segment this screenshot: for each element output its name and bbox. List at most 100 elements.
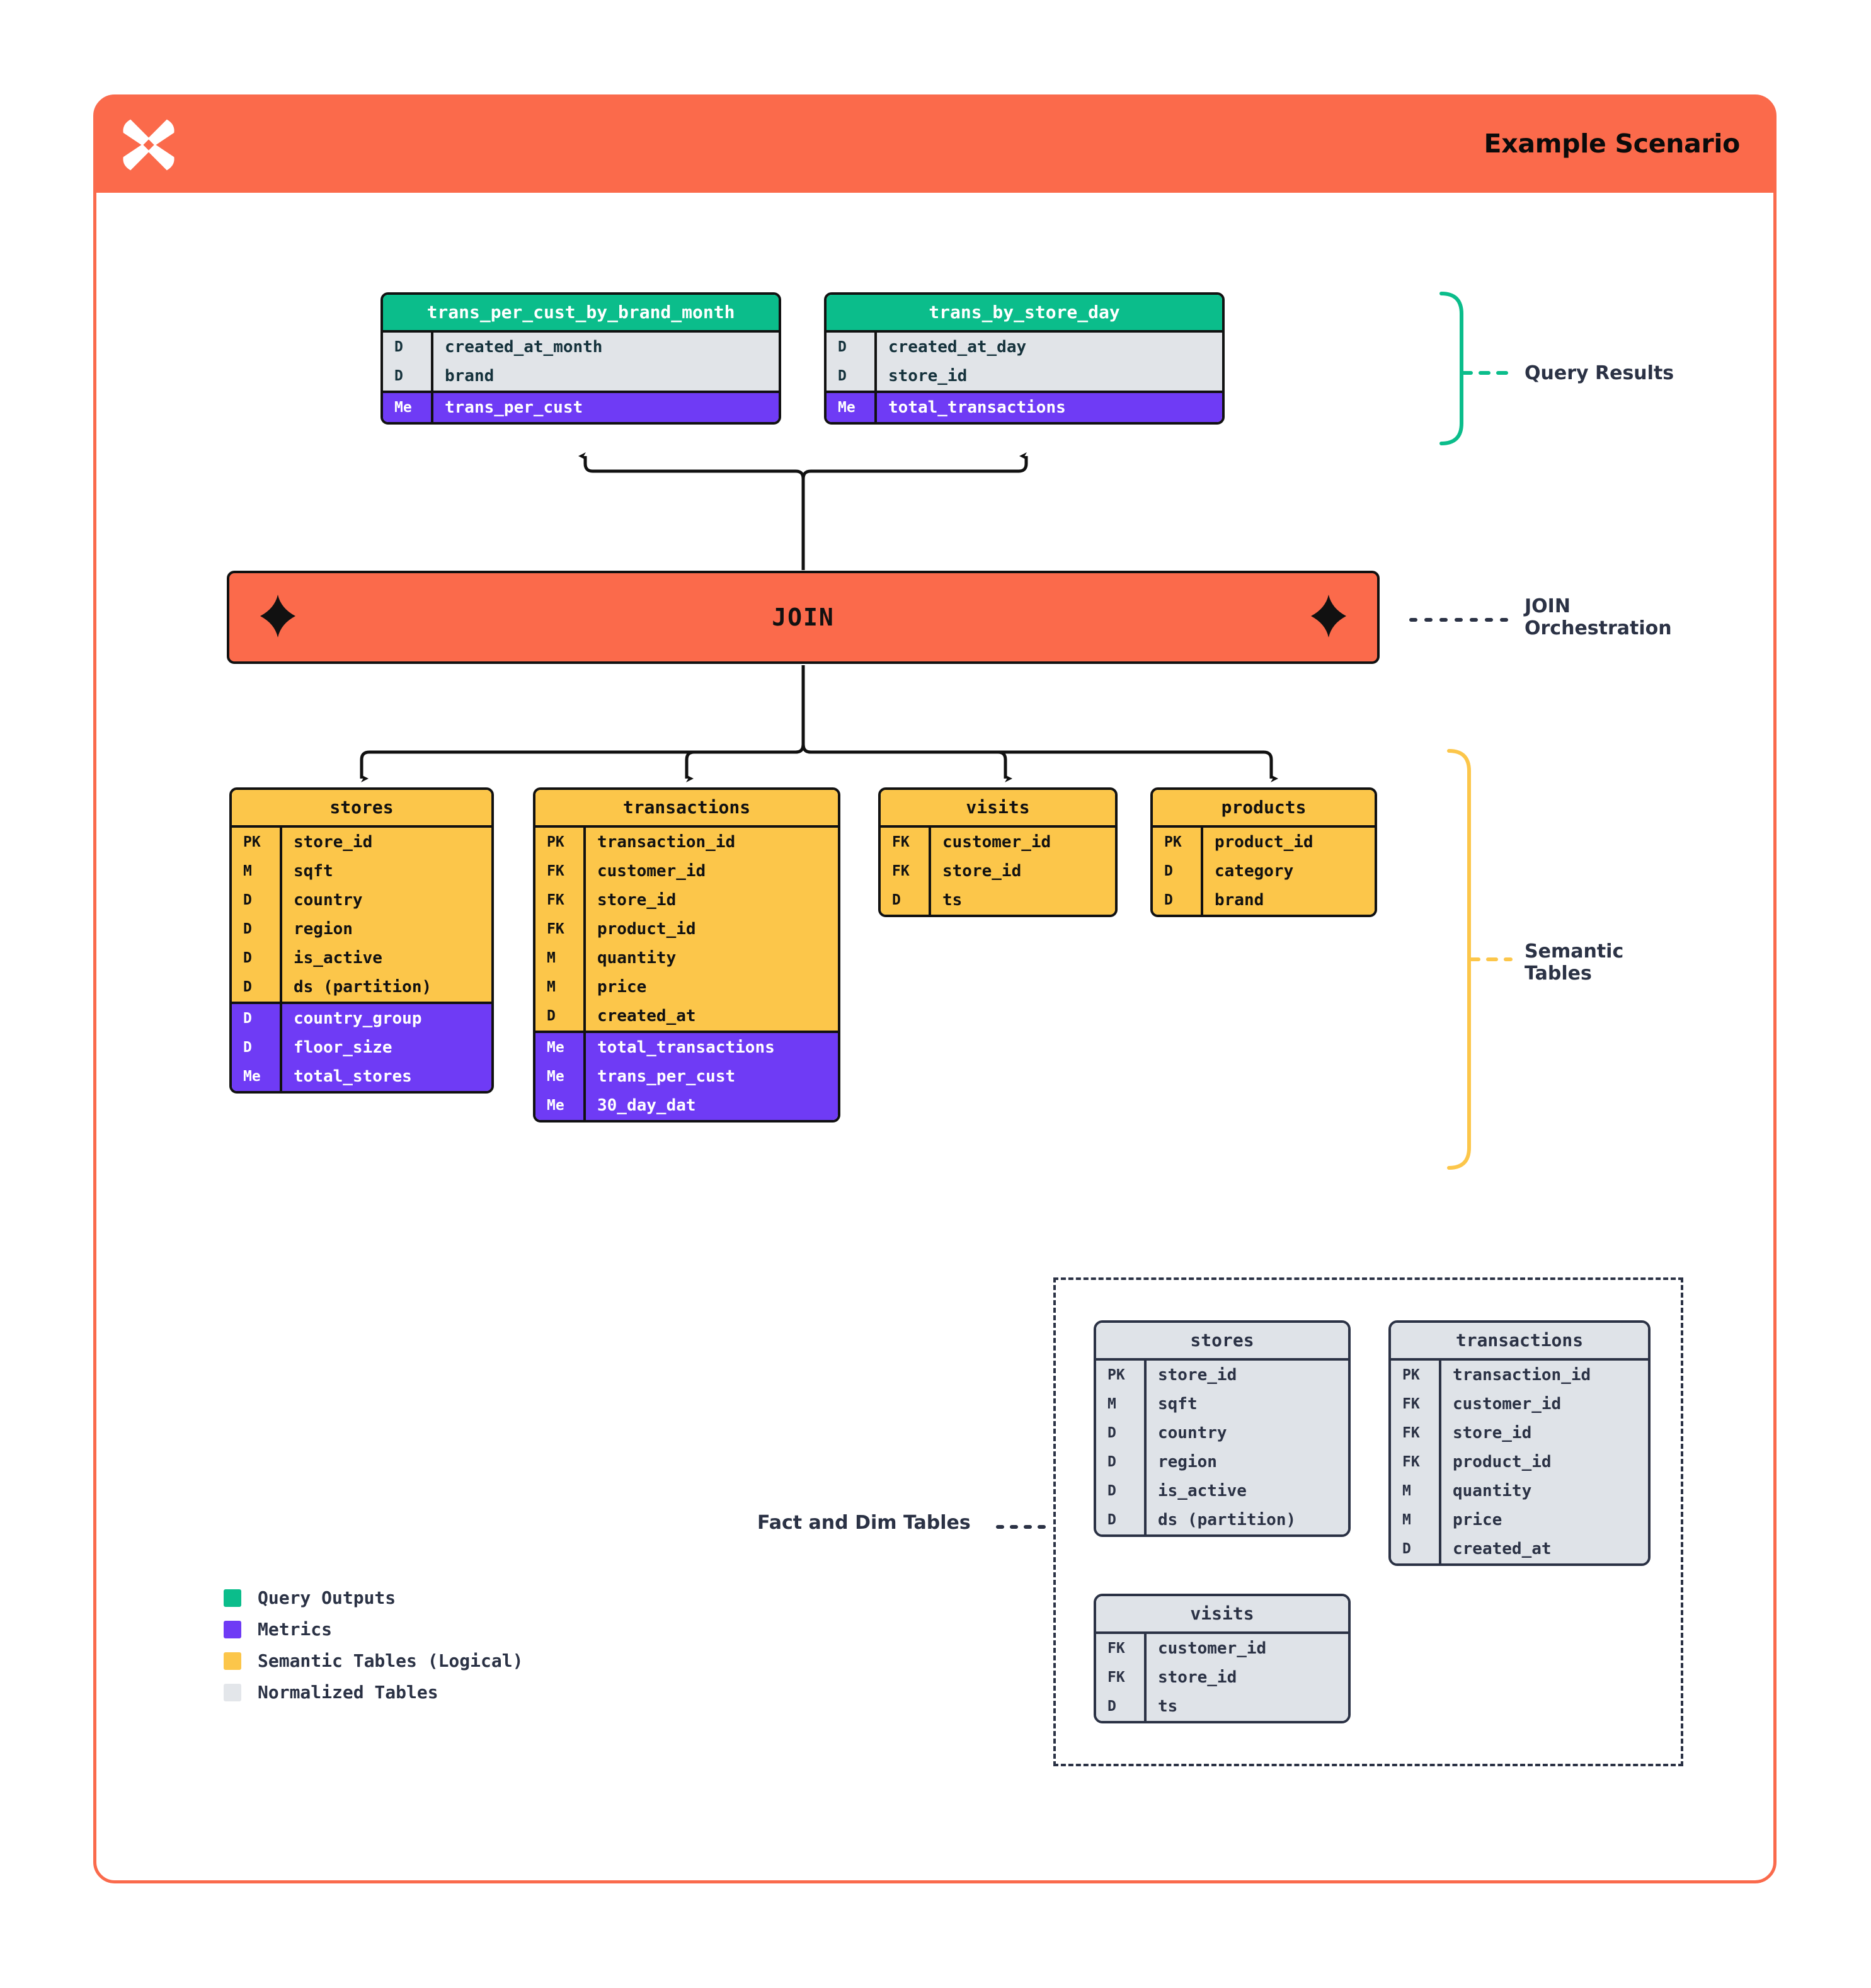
col-kind: PK [243,833,261,850]
fact-and-dim-group-box [1053,1277,1683,1766]
card-header: Example Scenario [96,97,1775,193]
col-kind: D [547,1007,556,1024]
legend-swatch [224,1589,241,1607]
col-kind: D [394,367,403,384]
table-row: Me total_transactions [827,393,1222,422]
annotation-fact-and-dim-tables: Fact and Dim Tables [757,1512,971,1534]
col-kind: FK [1402,1424,1420,1441]
table-row: FK store_id [535,886,838,915]
legend: Query Outputs Metrics Semantic Tables (L… [224,1587,523,1713]
col-kind: Me [394,399,412,416]
col-kind: D [838,338,847,355]
table-title: stores [1096,1323,1348,1361]
col-field: sqft [1144,1390,1348,1419]
col-field: created_at_month [431,333,779,362]
col-field: transaction_id [583,828,838,857]
col-kind: M [1107,1395,1116,1412]
col-field: store_id [280,828,491,857]
join-orchestration-bar[interactable]: JOIN [227,571,1380,664]
col-kind: D [243,949,252,966]
col-field: total_transactions [874,393,1222,422]
col-kind: D [892,891,901,908]
col-field: country [280,886,491,915]
col-kind: D [1402,1540,1411,1557]
table-row: D created_at_month [383,333,779,362]
legend-item-metrics: Metrics [224,1619,523,1640]
col-kind: M [1402,1511,1411,1528]
col-kind: D [243,1039,252,1056]
col-field: ds (partition) [280,973,491,1002]
legend-swatch [224,1620,241,1638]
col-field: created_at [1439,1534,1648,1563]
col-kind: M [1402,1482,1411,1499]
legend-label: Query Outputs [258,1587,396,1608]
col-kind: D [1107,1424,1116,1441]
col-kind: PK [1402,1366,1420,1383]
col-field: country_group [280,1004,491,1033]
col-kind: D [1107,1482,1116,1499]
legend-label: Metrics [258,1619,333,1640]
sparkle-icon [1309,595,1348,640]
col-field: customer_id [1144,1634,1348,1663]
col-kind: FK [547,891,564,908]
x-sparkle-logo-icon [118,115,179,175]
col-kind: Me [547,1097,564,1114]
col-field: product_id [1201,828,1375,857]
query-result-table-trans-by-store-day[interactable]: trans_by_store_day D created_at_day D st… [824,292,1225,425]
col-kind: D [1107,1453,1116,1470]
col-field: store_id [929,857,1115,886]
col-field: floor_size [280,1033,491,1062]
annotation-line1: JOIN [1525,595,1571,617]
table-row: PK transaction_id [535,828,838,857]
table-row: Me trans_per_cust [383,393,779,422]
col-kind: PK [547,833,564,850]
table-row: PK store_id [232,828,491,857]
join-label: JOIN [772,603,835,631]
col-kind: D [838,367,847,384]
col-kind: Me [243,1068,261,1085]
col-kind: Me [838,399,855,416]
table-title: trans_by_store_day [827,295,1222,333]
query-result-table-trans-per-cust[interactable]: trans_per_cust_by_brand_month D created_… [380,292,781,425]
col-kind: D [243,920,252,937]
col-field: sqft [280,857,491,886]
col-field: price [1439,1505,1648,1534]
col-field: ts [1144,1692,1348,1721]
col-field: store_id [583,886,838,915]
annotation-line1: Semantic [1525,940,1624,963]
table-title: transactions [1391,1323,1648,1361]
col-field: quantity [583,944,838,973]
col-kind: D [243,978,252,995]
col-field: total_transactions [583,1033,838,1062]
